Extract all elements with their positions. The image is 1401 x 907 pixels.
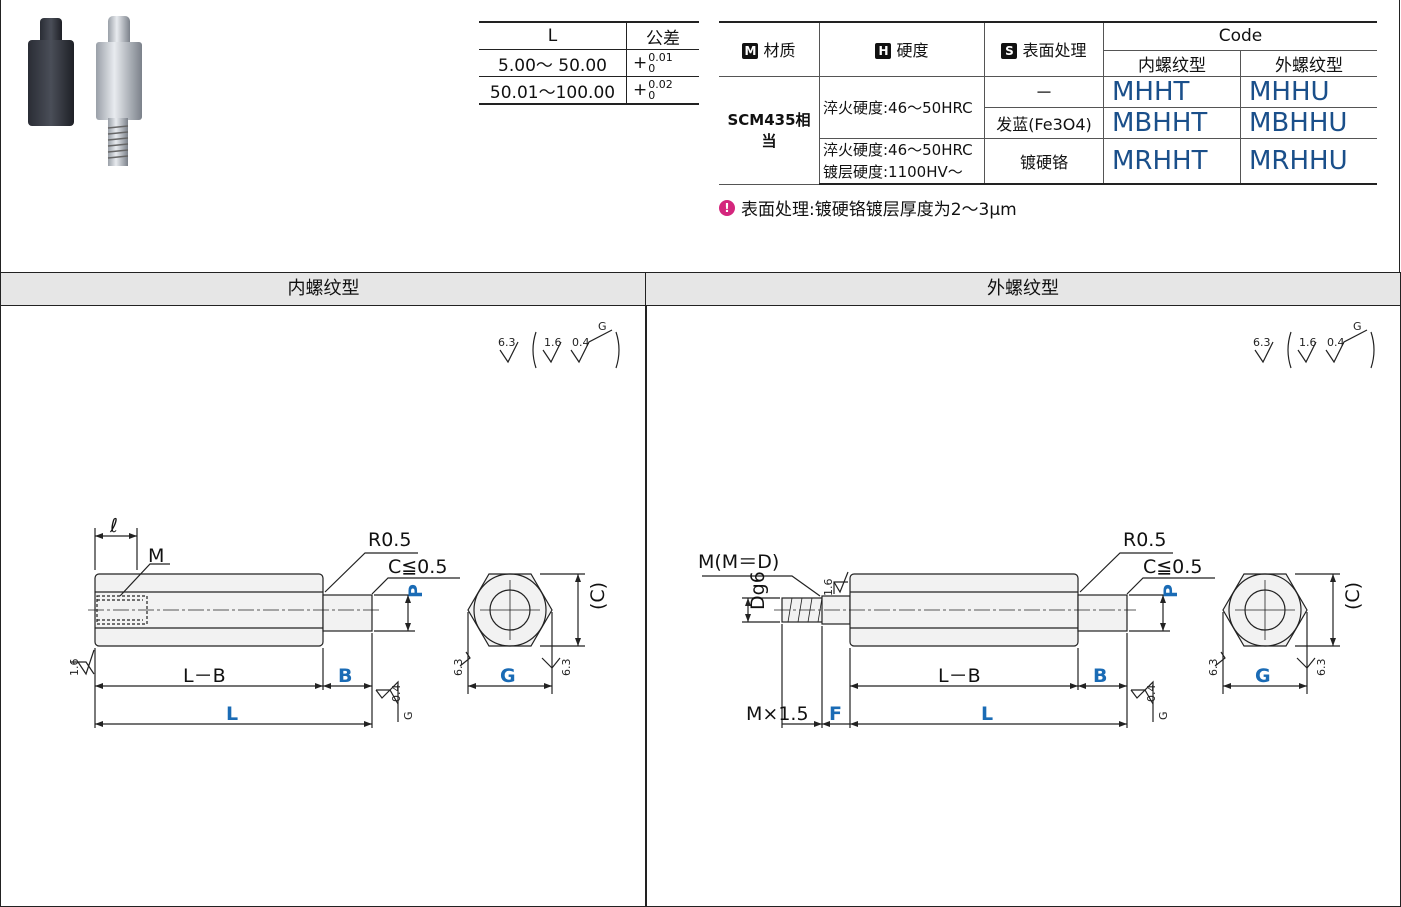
svg-text:6.3: 6.3 bbox=[1315, 659, 1328, 677]
dim-L: L bbox=[226, 703, 238, 725]
code-cell: MBHHU bbox=[1240, 106, 1377, 139]
dim-B: B bbox=[1093, 665, 1107, 687]
svg-text:6.3: 6.3 bbox=[560, 659, 573, 677]
surface-cell: － bbox=[984, 75, 1104, 108]
surface-cell: 镀硬铬 bbox=[984, 137, 1104, 185]
tol-range: 5.00～ 50.00 bbox=[479, 49, 627, 77]
note-text: 表面处理:镀硬铬镀层厚度为2～3μm bbox=[741, 200, 1017, 220]
roughness-6.3: 6.3 bbox=[498, 336, 516, 349]
dim-ell: ℓ bbox=[109, 515, 118, 537]
dim-LB: L－B bbox=[183, 665, 226, 687]
dim-M: M bbox=[148, 545, 164, 567]
product-photo bbox=[28, 16, 142, 166]
svg-text:6.3: 6.3 bbox=[452, 659, 465, 677]
dim-G: G bbox=[500, 665, 516, 687]
internal-thread-drawing: 6.3 1.6 0.4 G 1.6 0.4 G 6.3 6.3 ℓ M R0.5… bbox=[68, 320, 620, 728]
code-cell: MHHU bbox=[1240, 75, 1377, 108]
external-header: 外螺纹型 bbox=[1240, 49, 1377, 77]
code-cell: MRHHU bbox=[1240, 137, 1377, 185]
tol-range: 50.01～100.00 bbox=[479, 76, 627, 105]
section-title-internal: 内螺纹型 bbox=[1, 273, 646, 306]
svg-text:0.4: 0.4 bbox=[1145, 685, 1158, 703]
svg-text:0.4: 0.4 bbox=[390, 685, 403, 703]
roughness-symbol bbox=[499, 329, 620, 369]
dim-P: P bbox=[1160, 584, 1182, 598]
roughness-0.4: 0.4 bbox=[572, 336, 590, 349]
code-cell: MHHT bbox=[1103, 75, 1241, 108]
dim-C-paren: (C) bbox=[1342, 582, 1364, 610]
surface-cell: 发蓝(Fe3O4) bbox=[984, 106, 1104, 139]
table-row: 发蓝(Fe3O4) MBHHT MBHHU bbox=[719, 106, 1377, 139]
roughness-0.4: 0.4 bbox=[1327, 336, 1345, 349]
external-thread-drawing: 6.3 1.6 0.4 G 1.6 0.4 G 6.3 6.3 M(M＝D) D… bbox=[698, 320, 1375, 728]
dim-R: R0.5 bbox=[368, 529, 411, 551]
dim-LB: L－B bbox=[938, 665, 981, 687]
code-cell: MRHHT bbox=[1103, 137, 1241, 185]
code-cell: MBHHT bbox=[1103, 106, 1241, 139]
dim-C: C≦0.5 bbox=[1143, 556, 1202, 578]
table-row: SCM435相当 淬火硬度:46～50HRC － MHHT MHHU bbox=[719, 75, 1377, 185]
internal-thread-section: 内螺纹型 bbox=[0, 272, 647, 907]
tol-header-tolerance: 公差 bbox=[626, 21, 699, 50]
svg-text:1.6: 1.6 bbox=[822, 579, 835, 597]
tol-header-L: L bbox=[479, 21, 627, 50]
dim-P: P bbox=[405, 584, 427, 598]
exclamation-icon: ! bbox=[719, 199, 735, 216]
dim-MX: M×1.5 bbox=[746, 703, 809, 725]
roughness-symbol bbox=[1254, 329, 1375, 369]
dim-M-eq-D: M(M＝D) bbox=[698, 551, 779, 573]
svg-text:1.6: 1.6 bbox=[68, 659, 81, 677]
section-title-external: 外螺纹型 bbox=[646, 273, 1400, 306]
hardness-cell: 淬火硬度:46～50HRC bbox=[819, 75, 985, 139]
dim-G: G bbox=[1255, 665, 1271, 687]
roughness-6.3: 6.3 bbox=[1253, 336, 1271, 349]
dim-C: C≦0.5 bbox=[388, 556, 447, 578]
surface-note: ! 表面处理:镀硬铬镀层厚度为2～3μm bbox=[719, 195, 1017, 220]
dim-F: F bbox=[829, 703, 842, 725]
roughness-G: G bbox=[1353, 320, 1362, 333]
code-header: Code bbox=[1103, 21, 1377, 51]
dim-B: B bbox=[338, 665, 352, 687]
internal-header: 内螺纹型 bbox=[1103, 49, 1241, 77]
svg-text:G: G bbox=[402, 711, 415, 720]
roughness-1.6: 1.6 bbox=[544, 336, 562, 349]
svg-text:G: G bbox=[1157, 711, 1170, 720]
dim-R: R0.5 bbox=[1123, 529, 1166, 551]
svg-text:6.3: 6.3 bbox=[1207, 659, 1220, 677]
dim-L: L bbox=[981, 703, 993, 725]
dim-C-paren: (C) bbox=[587, 582, 609, 610]
dim-Dg6: Dg6 bbox=[747, 571, 769, 610]
roughness-1.6: 1.6 bbox=[1299, 336, 1317, 349]
material-cell: SCM435相当 bbox=[719, 75, 820, 185]
roughness-G: G bbox=[598, 320, 607, 333]
